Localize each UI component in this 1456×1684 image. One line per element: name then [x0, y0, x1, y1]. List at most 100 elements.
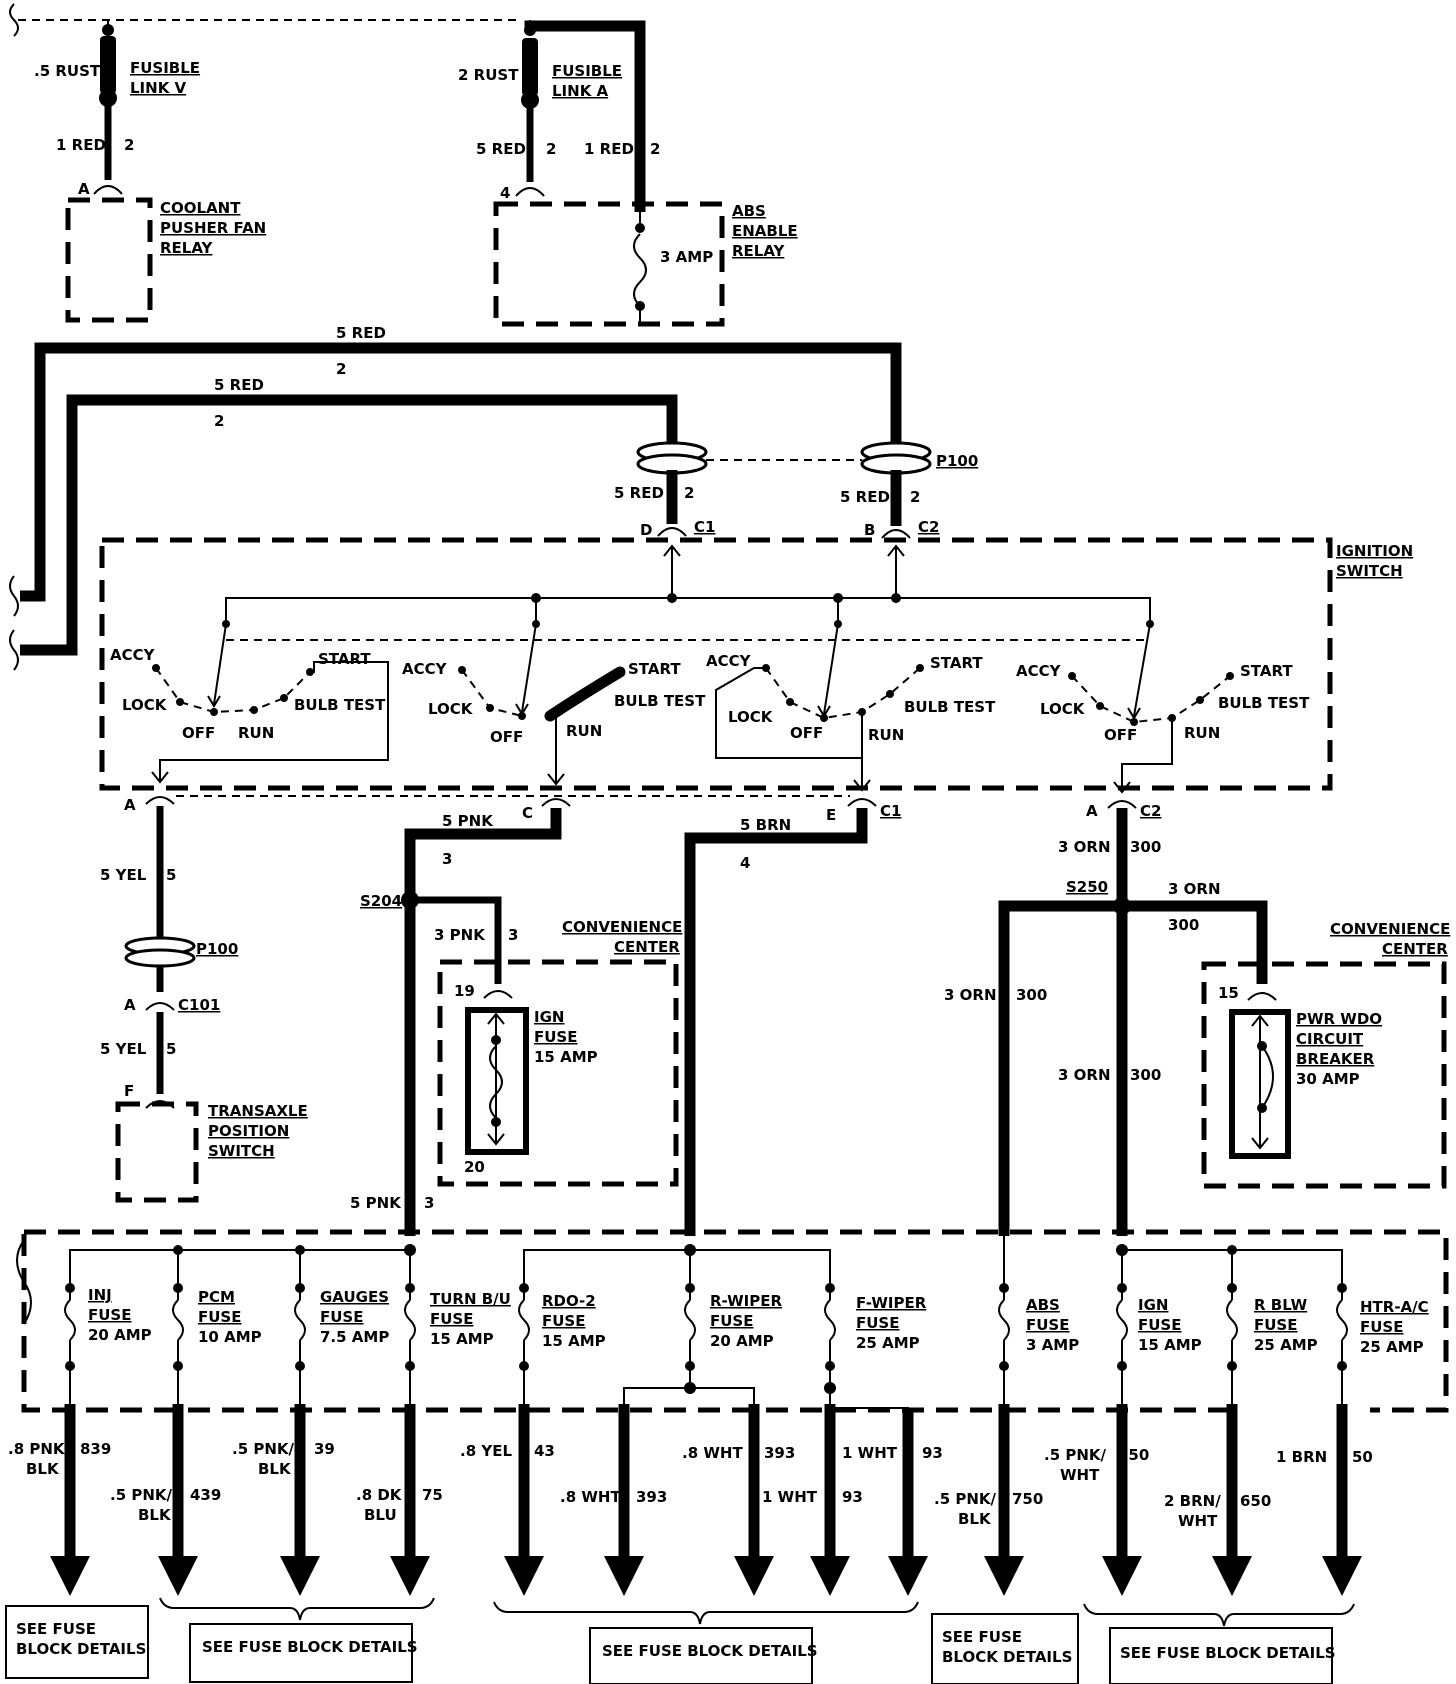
- fuse-label-turn-1: TURN B/U: [430, 1290, 511, 1308]
- fuse-label-rdo-2: FUSE: [542, 1312, 585, 1330]
- fuse-label-pcm-1: PCM: [198, 1288, 235, 1306]
- ignition-switch-label-1: IGNITION: [1336, 542, 1413, 560]
- bw-0-b: BLK: [26, 1460, 60, 1478]
- breaker-label-3: BREAKER: [1296, 1050, 1375, 1068]
- out-a2-circuit: 300: [1130, 838, 1161, 856]
- sw4-accy: ACCY: [1016, 662, 1062, 680]
- fuse-label-pcm-2: FUSE: [198, 1308, 241, 1326]
- transaxle-switch-box: [115, 1101, 199, 1203]
- s204-lower-wire: 5 PNK: [350, 1194, 402, 1212]
- output-wires: [50, 1387, 1362, 1596]
- group-braces: [159, 1597, 1355, 1627]
- break-mark: [9, 3, 19, 37]
- out-c-circuit: 3: [442, 850, 452, 868]
- p100-right-wire: 5 RED: [840, 488, 890, 506]
- sw3-start: START: [930, 654, 983, 672]
- sw4-lock: LOCK: [1040, 700, 1086, 718]
- bw-11-b: WHT: [1178, 1512, 1218, 1530]
- bw-1-a: .5 PNK/: [110, 1486, 173, 1504]
- fuse-glyph: [824, 1268, 836, 1394]
- s250-circuit-left: 300: [1016, 986, 1047, 1004]
- sw1-run: RUN: [238, 724, 274, 742]
- fuse-label-rblw-3: 25 AMP: [1254, 1336, 1318, 1354]
- sw2-off: OFF: [490, 728, 523, 746]
- sw2-run: RUN: [566, 722, 602, 740]
- fuse-label-ign-3: 15 AMP: [1138, 1336, 1202, 1354]
- fuse-label-rwiper-3: 20 AMP: [710, 1332, 774, 1350]
- fuse-label-rdo-3: 15 AMP: [542, 1332, 606, 1350]
- switch-1: [151, 620, 389, 784]
- fuse-glyph: [998, 1268, 1010, 1404]
- conv-left-fuse-3: 15 AMP: [534, 1048, 598, 1066]
- coolant-relay-label-1: COOLANT: [160, 199, 241, 217]
- breaker-label-2: CIRCUIT: [1296, 1030, 1364, 1048]
- fuse-label-rblw-2: FUSE: [1254, 1316, 1297, 1334]
- bw-9-b: BLK: [958, 1510, 992, 1528]
- see-fuse-4-a: SEE FUSE: [942, 1628, 1022, 1646]
- sw1-lock: LOCK: [122, 696, 168, 714]
- sw3-run: RUN: [868, 726, 904, 744]
- transaxle-c101-pin: A: [124, 996, 136, 1014]
- p100-right-pin: B: [864, 521, 875, 539]
- fuse-labels: INJ FUSE 20 AMP PCM FUSE 10 AMP GAUGES F…: [88, 1286, 1429, 1356]
- conv-center-right-box: [1201, 961, 1447, 1189]
- fuse-label-fwiper-1: F-WIPER: [856, 1294, 927, 1312]
- conv-right-label-1: CONVENIENCE: [1330, 920, 1450, 938]
- fusible-link-a-label-1: FUSIBLE: [552, 62, 622, 80]
- bw-1-c: 439: [190, 1486, 221, 1504]
- sw1-off: OFF: [182, 724, 215, 742]
- ignition-switch-box: [99, 537, 1333, 791]
- fuse-glyph: [64, 1268, 76, 1404]
- feed-outer-wire: 5 RED: [336, 324, 386, 342]
- feed-outer-circuit: 2: [336, 360, 346, 378]
- coolant-wire: 1 RED: [56, 136, 106, 154]
- p100-top-label: P100: [936, 452, 978, 470]
- switch-4: [1068, 620, 1234, 794]
- s204-label: S204: [360, 892, 402, 910]
- sw2-start: START: [628, 660, 681, 678]
- out-a-wire: 5 YEL: [100, 866, 147, 884]
- transaxle-wire: 5 YEL: [100, 1040, 147, 1058]
- fuse-label-rwiper-2: FUSE: [710, 1312, 753, 1330]
- s204-connector: [483, 990, 513, 999]
- fusible-link-a-wire: 2 RUST: [458, 66, 519, 84]
- feed-outer: [20, 342, 902, 602]
- fuse-label-gauges-2: FUSE: [320, 1308, 363, 1326]
- coolant-relay-label-2: PUSHER FAN: [160, 219, 266, 237]
- bw-2-a: .5 PNK/: [232, 1440, 295, 1458]
- bw-10-a: .5 PNK/: [1044, 1446, 1107, 1464]
- fuse-label-rblw-1: R BLW: [1254, 1296, 1308, 1314]
- conv-left-label-1: CONVENIENCE: [562, 918, 682, 936]
- s250-wire-down: 3 ORN: [1058, 1066, 1111, 1084]
- break-mark-inner: [9, 629, 19, 671]
- p100-right-circuit: 2: [910, 488, 920, 506]
- out-c-pin: C: [522, 804, 533, 822]
- bw-5-a: .8 WHT: [560, 1488, 621, 1506]
- fuse-label-abs-3: 3 AMP: [1026, 1336, 1079, 1354]
- fuse-glyph: [404, 1268, 416, 1404]
- transaxle-circuit: 5: [166, 1040, 176, 1058]
- p100-left-pin: D: [640, 521, 652, 539]
- p100-right-conn: C2: [918, 518, 939, 536]
- fuse-label-htr-1: HTR-A/C: [1360, 1298, 1429, 1316]
- out-e-wire: 5 BRN: [740, 816, 791, 834]
- conv-center-left-box: [437, 959, 679, 1187]
- fusible-link-v: [93, 20, 123, 195]
- fuse-label-fwiper-2: FUSE: [856, 1314, 899, 1332]
- bw-0-c: 839: [80, 1440, 111, 1458]
- sw1-accy: ACCY: [110, 646, 156, 664]
- feed-inner-wire: 5 RED: [214, 376, 264, 394]
- sw3-off: OFF: [790, 724, 823, 742]
- fuse-label-inj-1: INJ: [88, 1286, 112, 1304]
- fuse-label-ign-1: IGN: [1138, 1296, 1168, 1314]
- fuse-label-ign-2: FUSE: [1138, 1316, 1181, 1334]
- fuse-label-inj-3: 20 AMP: [88, 1326, 152, 1344]
- out-a-pin: A: [124, 796, 136, 814]
- bw-8-a: 1 WHT: [842, 1444, 898, 1462]
- bw-5-c: 393: [636, 1488, 667, 1506]
- out-e-pin: E: [826, 806, 836, 824]
- conv-left-pin-bottom: 20: [464, 1158, 485, 1176]
- fuse-label-abs-1: ABS: [1026, 1296, 1060, 1314]
- abs-wire-a: 5 RED: [476, 140, 526, 158]
